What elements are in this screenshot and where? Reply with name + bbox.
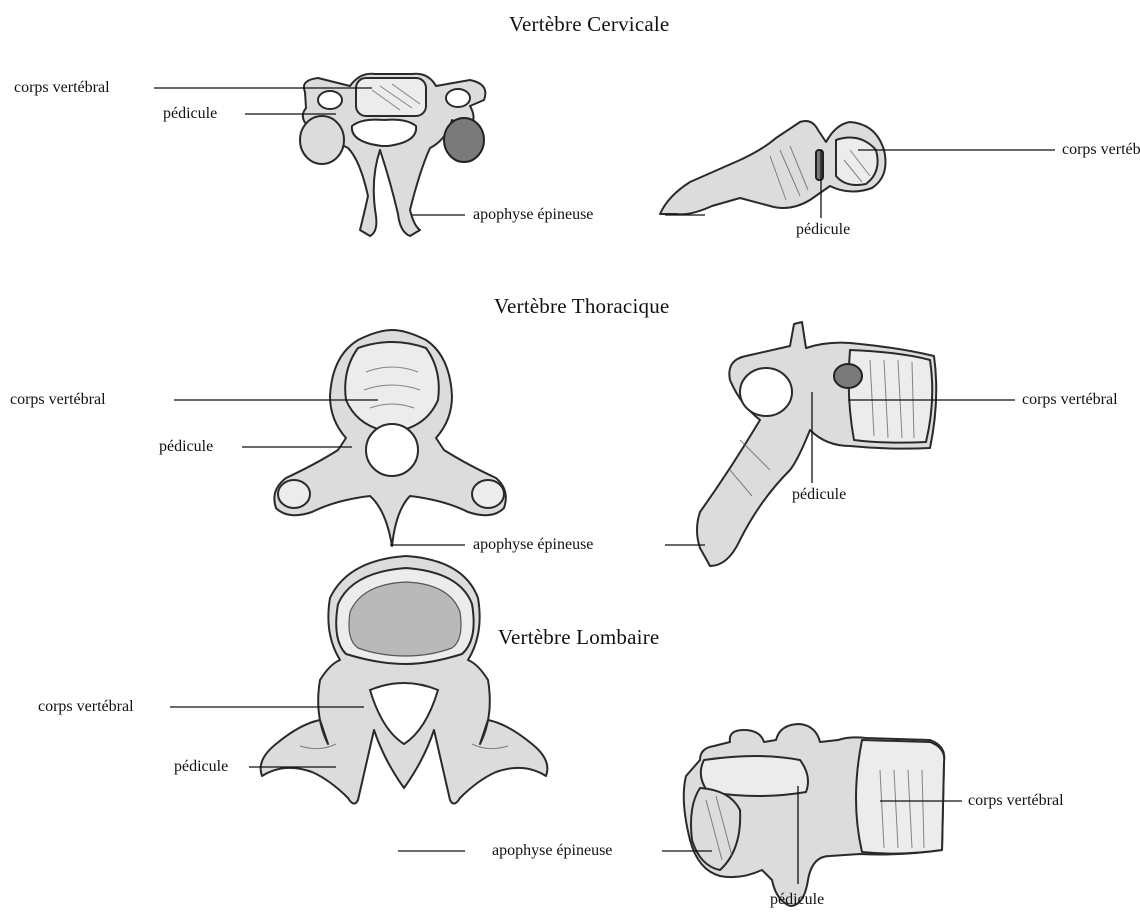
label-cervical-corps-left: corps vertébral [14,79,110,97]
label-thoracic-pedicule-left: pédicule [159,438,213,456]
section-title-cervical: Vertèbre Cervicale [509,12,669,37]
section-title-thoracic: Vertèbre Thoracique [494,294,669,319]
label-thoracic-corps-right: corps vertébral [1022,391,1118,409]
label-thoracic-corps-left: corps vertébral [10,391,106,409]
label-thoracic-pedicule-right: pédicule [792,486,846,504]
label-lumbar-corps-right: corps vertébral [968,792,1064,810]
label-cervical-pedicule-right: pédicule [796,221,850,239]
label-lumbar-pedicule-left: pédicule [174,758,228,776]
section-title-lumbar: Vertèbre Lombaire [498,625,659,650]
label-lumbar-corps-left: corps vertébral [38,698,134,716]
label-lumbar-apophyse-left: apophyse épineuse [492,842,612,860]
label-thoracic-apophyse-left: apophyse épineuse [473,536,593,554]
label-cervical-apophyse-left: apophyse épineuse [473,206,593,224]
label-lumbar-pedicule-right: pédicule [770,891,824,909]
label-cervical-corps-right: corps vertébral [1062,141,1140,159]
label-cervical-pedicule-left: pédicule [163,105,217,123]
